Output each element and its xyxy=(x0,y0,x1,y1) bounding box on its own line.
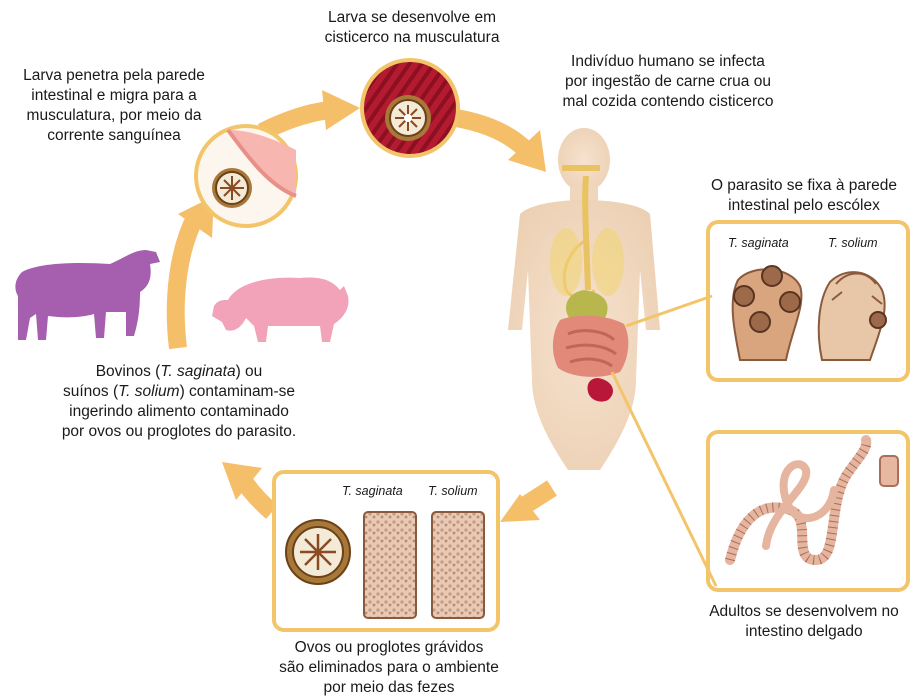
label-larva-migration: Larva penetra pela paredeintestinal e mi… xyxy=(0,66,228,146)
species-label-proglottid-solium: T. solium xyxy=(428,484,478,498)
cycle-arrow-muscle-to-human xyxy=(456,118,546,172)
label-hosts-contamination: Bovinos (T. saginata) ou suínos (T. soli… xyxy=(20,362,338,442)
label-scolex: O parasito se fixa à paredeintestinal pe… xyxy=(686,176,922,216)
label-eggs-elimination: Ovos ou proglotes grávidossão eliminados… xyxy=(244,638,534,698)
proglottid-saginata-drawing xyxy=(364,512,416,618)
egg-drawing xyxy=(286,520,350,584)
species-label-scolex-solium: T. solium xyxy=(828,236,878,250)
cycle-arrow-eggs-to-hosts xyxy=(222,462,272,512)
cycle-arrow-hosts-to-larva xyxy=(176,196,214,348)
pig-silhouette xyxy=(212,278,348,343)
proglottid-solium-drawing xyxy=(432,512,484,618)
species-label-scolex-saginata: T. saginata xyxy=(728,236,789,250)
adult-worm-box xyxy=(708,432,908,590)
label-cysticercus: Larva se desenvolve emcisticerco na musc… xyxy=(296,8,528,48)
label-human-infection: Indivíduo humano se infectapor ingestão … xyxy=(526,52,810,112)
cow-silhouette xyxy=(15,250,160,340)
label-adults: Adultos se desenvolvem nointestino delga… xyxy=(686,602,922,642)
cysticercus-muscle-circle xyxy=(362,60,458,156)
cycle-arrow-human-to-eggs xyxy=(500,488,552,522)
human-body-figure xyxy=(508,128,660,470)
cycle-arrow-larva-to-muscle xyxy=(262,90,360,132)
species-label-proglottid-saginata: T. saginata xyxy=(342,484,403,498)
